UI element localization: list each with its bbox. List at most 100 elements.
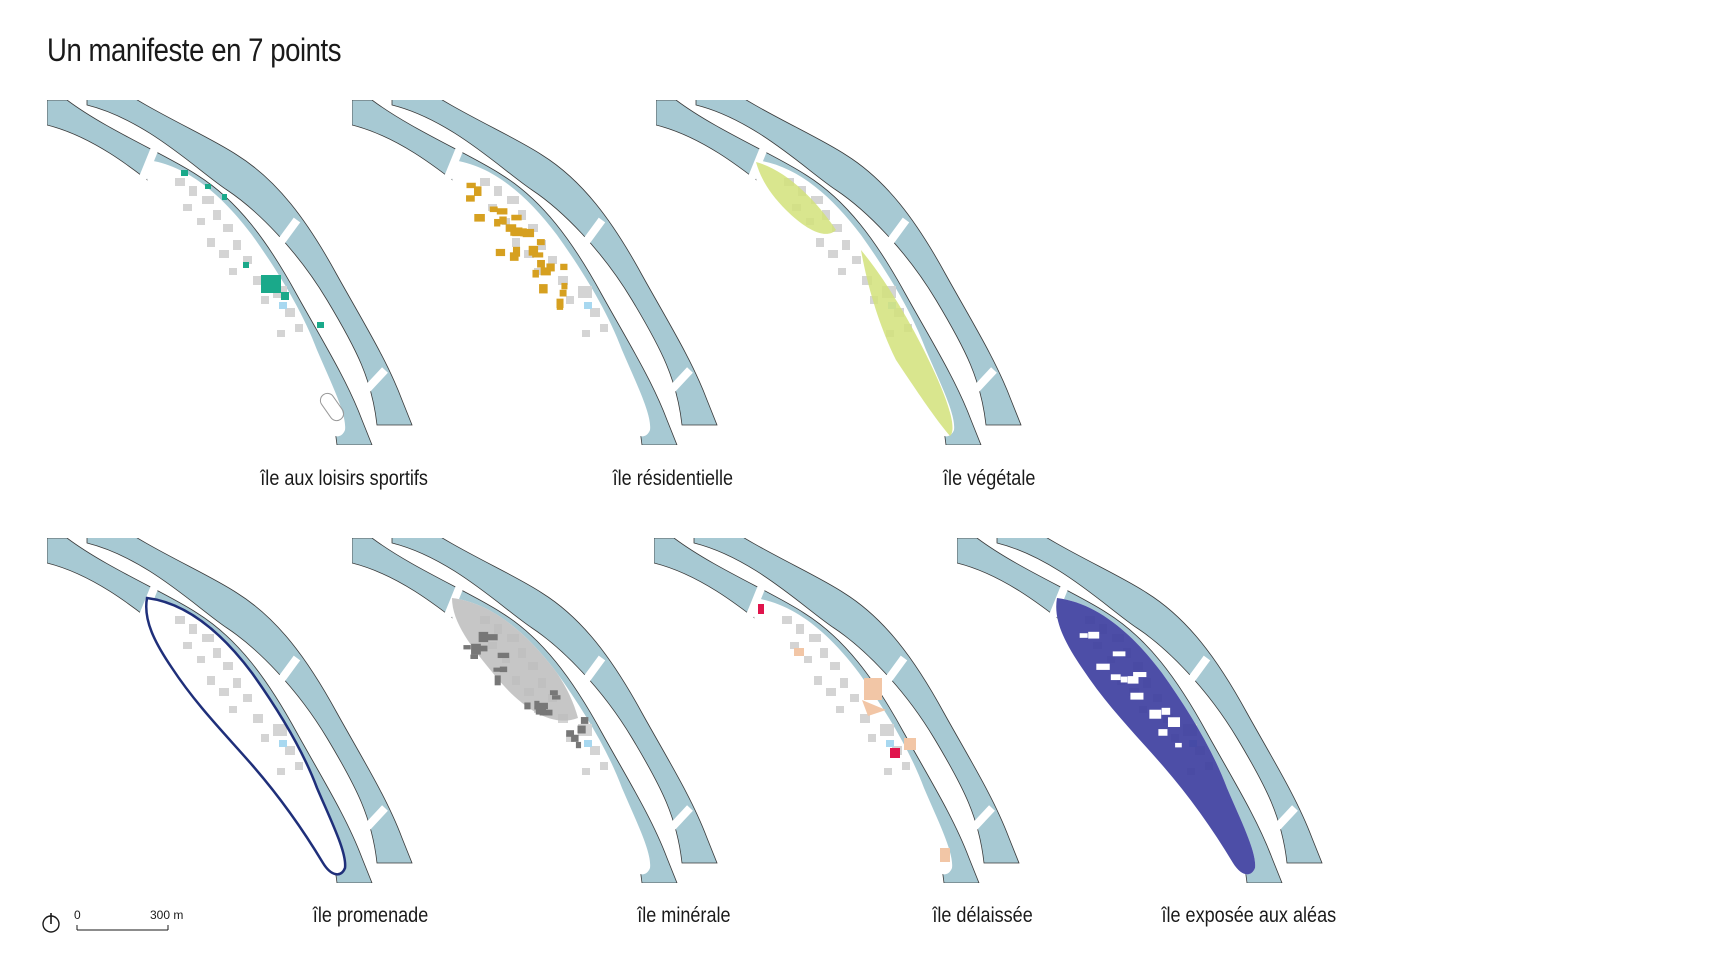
bridge [1181,655,1211,691]
page-title: Un manifeste en 7 points [47,32,342,68]
residential-block [537,259,545,268]
abandoned-accent [758,604,764,614]
building [852,256,861,264]
building [528,224,538,232]
building [884,768,892,775]
abandoned-plot [864,678,882,700]
bridge [828,715,858,751]
island-map-hazard [957,538,1337,883]
island-map-svg [656,100,1022,445]
residential-block [466,182,476,189]
bridge [526,715,556,751]
residential-block [532,252,544,258]
river-channel-east [996,538,1323,864]
sport-facility [261,275,281,293]
building [213,210,221,220]
bridge [745,584,766,620]
residential-block [489,206,498,213]
building [229,268,237,275]
caption-hazard: île exposée aux aléas [1161,904,1336,927]
island-map-mineral [352,538,732,883]
dry-area [1175,742,1182,748]
building [507,196,519,204]
building [197,218,205,225]
mineral-block [471,643,481,655]
mineral-surface [452,598,578,721]
building [253,714,263,723]
residential-block [546,263,555,272]
building [223,662,233,670]
dry-area [1167,717,1181,727]
green-space [756,162,836,234]
residential-block [473,186,482,196]
scale-bar: 0 300 m [40,906,200,946]
bridge [271,655,301,691]
island-land [146,598,346,875]
mineral-block [566,730,575,737]
mineral-block [539,709,553,716]
building [804,656,812,663]
pool [584,740,592,747]
residential-block [505,224,517,232]
river-channel-east [86,100,413,426]
bridge [354,805,388,841]
building [811,196,823,204]
building [277,330,285,337]
building [826,688,836,696]
building [207,238,215,247]
mineral-block [535,705,547,715]
residential-block [509,252,519,261]
mineral-block [499,666,508,673]
mineral-block [493,667,506,672]
island-map-promenade [47,538,427,883]
residential-block [539,284,548,294]
caption-promenade: île promenade [312,904,428,927]
bridge [878,655,908,691]
bridge [576,655,606,691]
river-channel-east [693,538,1020,864]
building [207,676,215,685]
bridge [443,146,464,182]
abandoned-plot [794,648,804,656]
sport-facility [181,170,188,176]
bridge [138,146,159,182]
pool [886,740,894,747]
building [816,238,824,247]
building [273,724,287,736]
building [600,324,608,332]
building [840,678,848,688]
building [796,624,804,634]
building [518,210,526,220]
bridge [880,217,910,253]
bridge [221,715,251,751]
building [814,676,822,685]
dry-area [1127,676,1139,684]
mineral-block [571,734,579,742]
residential-block [512,227,523,237]
residential-block [512,246,521,257]
residential-block [511,214,522,221]
residential-block [561,282,568,290]
island-map-svg [957,538,1323,883]
mineral-block [549,690,558,696]
bridge [221,277,251,313]
dry-area [1158,729,1168,736]
bridge [138,584,159,620]
dry-area [1110,674,1121,681]
residential-block [474,213,485,222]
building [512,238,520,247]
building [189,186,197,196]
caption-vegetation: île végétale [942,467,1035,490]
residential-block [499,216,507,225]
building [582,768,590,775]
building [809,634,821,642]
abandoned-plot [940,848,950,862]
building [578,286,592,298]
building [842,240,850,250]
building [566,296,574,304]
mineral-block [497,652,510,659]
north-arrow-icon [42,913,169,933]
building [189,624,197,634]
mineral-block [577,725,586,734]
island-map-sport [47,100,427,445]
